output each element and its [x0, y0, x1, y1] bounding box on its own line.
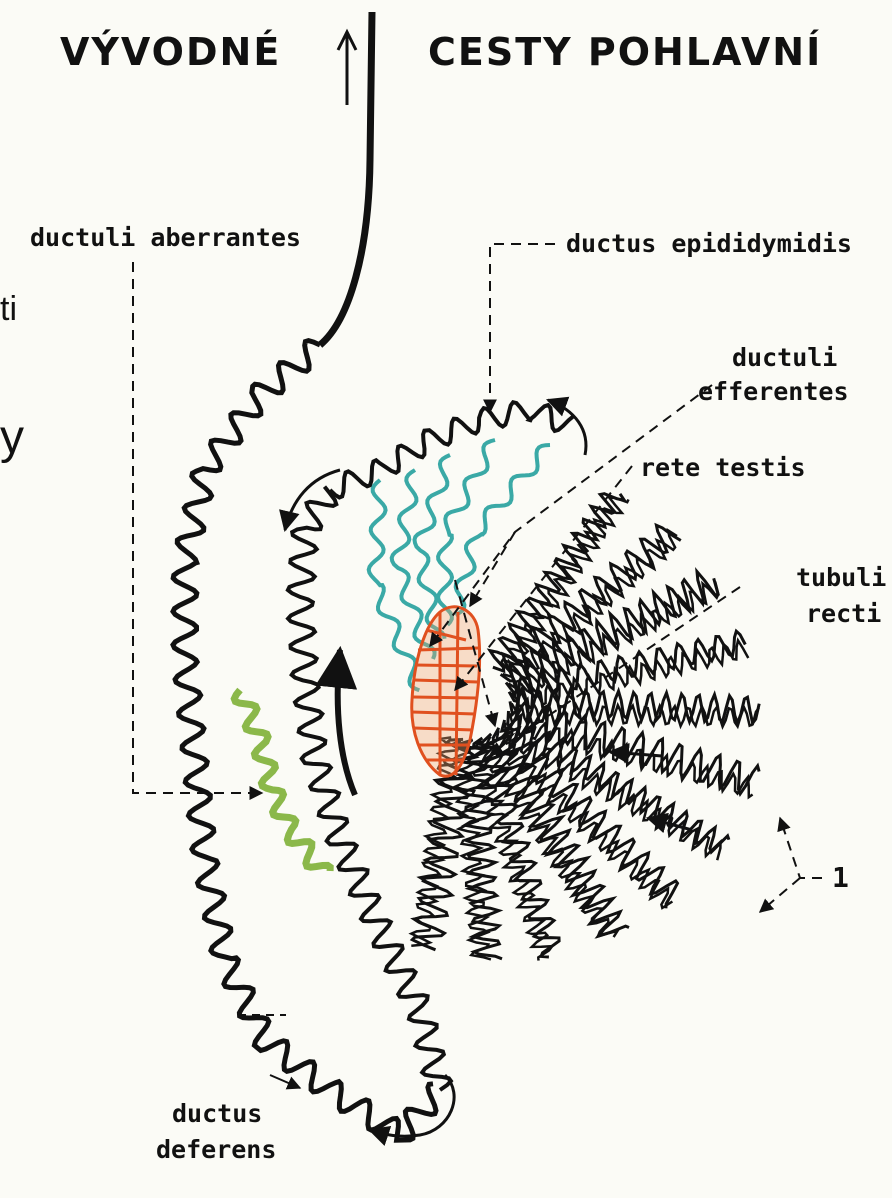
- label-tubuli-recti-line2: recti: [806, 598, 881, 630]
- label-marker-1: 1: [832, 862, 849, 894]
- ductulus-efferens: [455, 445, 550, 615]
- label-ductus-deferens-line2: deferens: [156, 1134, 276, 1166]
- label-ductuli-aberrantes: ductuli aberrantes: [30, 222, 301, 254]
- label-ductus-deferens-line1: ductus: [172, 1098, 262, 1130]
- ductus-epididymidis-coiled: [288, 487, 451, 1090]
- label-ductus-epididymidis: ductus epididymidis: [566, 228, 852, 260]
- upward-arrow-icon: [338, 32, 356, 105]
- label-ductuli-efferentes-line2: efferentes: [698, 376, 849, 408]
- label-ductuli-efferentes-line1: ductuli: [732, 342, 837, 374]
- ductulus-efferens: [369, 480, 420, 690]
- label-rete-testis: rete testis: [640, 452, 806, 484]
- label-tubuli-recti-line1: tubuli: [796, 562, 886, 594]
